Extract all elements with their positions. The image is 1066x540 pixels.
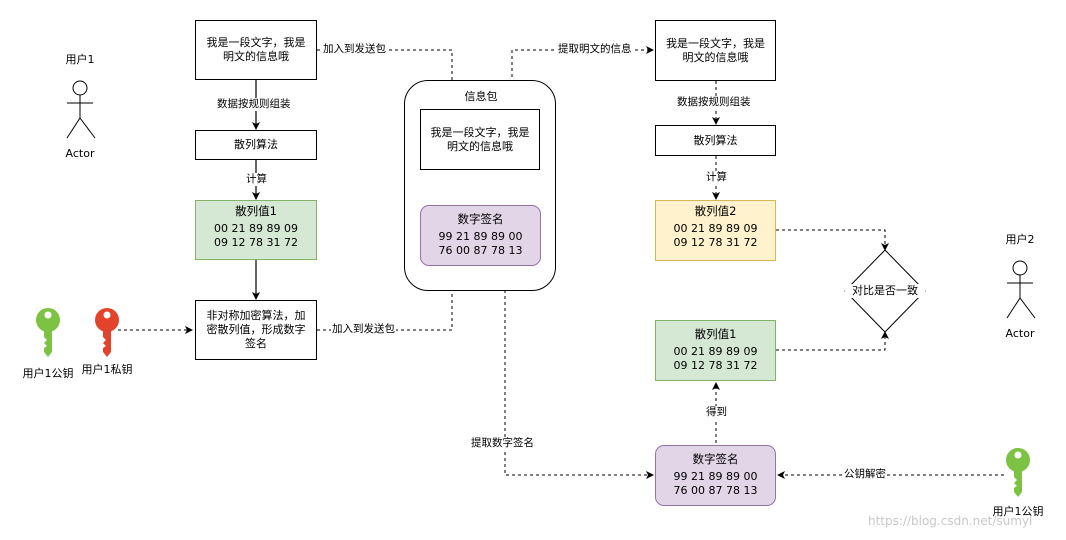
right-signature-box: 数字签名 99 21 89 89 00 76 00 87 78 13 <box>655 445 776 506</box>
key-user2-side-public-icon <box>1006 448 1030 497</box>
package-title: 信息包 <box>464 90 498 103</box>
right-hash-value2-box: 散列值2 00 21 89 89 09 09 12 78 31 72 <box>655 200 776 261</box>
actor-user1-name: 用户1 <box>65 53 95 66</box>
package-signature-digits: 99 21 89 89 00 76 00 87 78 13 <box>438 230 523 257</box>
actor-user1-caption: Actor <box>65 147 95 160</box>
key-user1-private-icon <box>95 308 119 357</box>
edge-label-extract-signature: 提取数字签名 <box>470 437 535 450</box>
right-signature-title: 数字签名 <box>692 452 739 466</box>
edge-label-add-to-package-top: 加入到发送包 <box>322 43 387 56</box>
edge-hash-value2-to-compare <box>776 229 889 251</box>
right-hash-value1-box: 散列值1 00 21 89 89 09 09 12 78 31 72 <box>655 320 776 381</box>
edge-hash-value1-to-compare <box>776 331 889 351</box>
right-hash-value1-digits: 00 21 89 89 09 09 12 78 31 72 <box>673 345 758 372</box>
left-encrypt-box: 非对称加密算法，加 密散列值，形成数字 签名 <box>195 300 317 360</box>
package-signature-box: 数字签名 99 21 89 89 00 76 00 87 78 13 <box>420 205 541 266</box>
actor-user2-caption: Actor <box>1005 327 1035 340</box>
actor-user1-figure <box>66 80 96 139</box>
right-plaintext-box: 我是一段文字，我是 明文的信息哦 <box>655 20 776 81</box>
edge-label-extract-plaintext: 提取明文的信息 <box>557 43 633 56</box>
left-plaintext-box: 我是一段文字，我是 明文的信息哦 <box>195 20 317 80</box>
package-signature-title: 数字签名 <box>457 212 504 226</box>
edge-label-obtain: 得到 <box>705 406 728 419</box>
edge-label-assemble-right: 数据按规则组装 <box>676 96 752 109</box>
right-hash-algo-box: 散列算法 <box>655 125 776 156</box>
left-hash-value-digits: 00 21 89 89 09 09 12 78 31 72 <box>214 222 298 249</box>
edge-label-add-to-package-bottom: 加入到发送包 <box>331 323 396 336</box>
edge-label-assemble-left: 数据按规则组装 <box>216 98 292 111</box>
edge-label-pubkey-decrypt: 公钥解密 <box>843 468 887 481</box>
right-hash-value2-digits: 00 21 89 89 09 09 12 78 31 72 <box>673 222 758 249</box>
package-plaintext-box: 我是一段文字，我是 明文的信息哦 <box>420 109 540 170</box>
edge-signature-to-right-signature <box>504 266 654 479</box>
right-hash-value2-title: 散列值2 <box>694 204 737 218</box>
key-user1-public-icon <box>36 308 60 357</box>
edge-label-compute-left: 计算 <box>245 173 268 186</box>
left-hash-value-title: 散列值1 <box>235 204 277 218</box>
edge-label-compute-right: 计算 <box>705 171 728 184</box>
key-user1-public-label: 用户1公钥 <box>22 367 74 380</box>
left-hash-algo-box: 散列算法 <box>195 130 317 160</box>
left-hash-value-box: 散列值1 00 21 89 89 09 09 12 78 31 72 <box>195 200 317 260</box>
key-user1-private-label: 用户1私钥 <box>81 363 133 376</box>
actor-user2-name: 用户2 <box>1005 233 1035 246</box>
actor-user2-figure <box>1006 260 1036 319</box>
key-user2-side-public-label: 用户1公钥 <box>992 505 1044 518</box>
right-hash-value1-title: 散列值1 <box>694 327 737 341</box>
compare-label: 对比是否一致 <box>845 284 925 298</box>
watermark: https://blog.csdn.net/sumyl <box>868 514 1033 528</box>
right-signature-digits: 99 21 89 89 00 76 00 87 78 13 <box>673 470 758 497</box>
